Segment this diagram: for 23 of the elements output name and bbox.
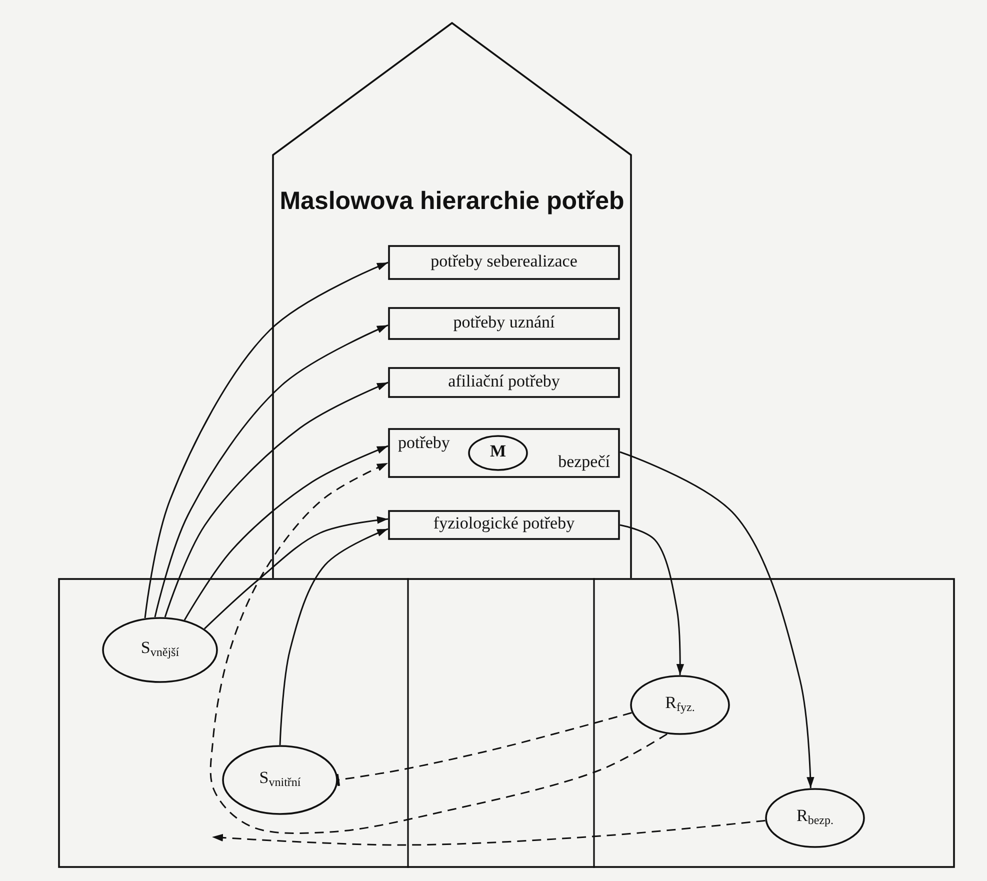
ellipse-label: R$_{bezp.}$: [796, 806, 834, 828]
arrow: [204, 516, 388, 630]
inhibition-line: [336, 712, 632, 788]
arrow: [212, 820, 766, 846]
box-label: potřeby: [398, 434, 450, 453]
arrow: [144, 262, 388, 618]
arrow: [620, 524, 684, 676]
house-label: Maslowova hierarchie potřeb: [278, 186, 626, 217]
ellipse-label: S$_{vnitřní}$: [259, 768, 301, 790]
arrow: [620, 451, 814, 788]
arrow: [279, 528, 388, 746]
box-label: fyziologické potřeby: [433, 514, 575, 534]
box-label: potřeby seberealizace: [430, 252, 578, 271]
arrow: [210, 462, 668, 834]
box-label: afiliační potřeby: [448, 372, 560, 391]
ellipse-label: S$_{vnější}$: [140, 638, 180, 660]
arrow: [184, 445, 388, 620]
arrow: [164, 382, 388, 618]
ellipse-label: M: [490, 442, 506, 462]
box-label: potřeby uznání: [453, 313, 555, 332]
arrow: [154, 324, 388, 618]
ellipse-label: R$_{fyz.}$: [665, 694, 695, 714]
box-label: bezpečí: [558, 453, 610, 472]
